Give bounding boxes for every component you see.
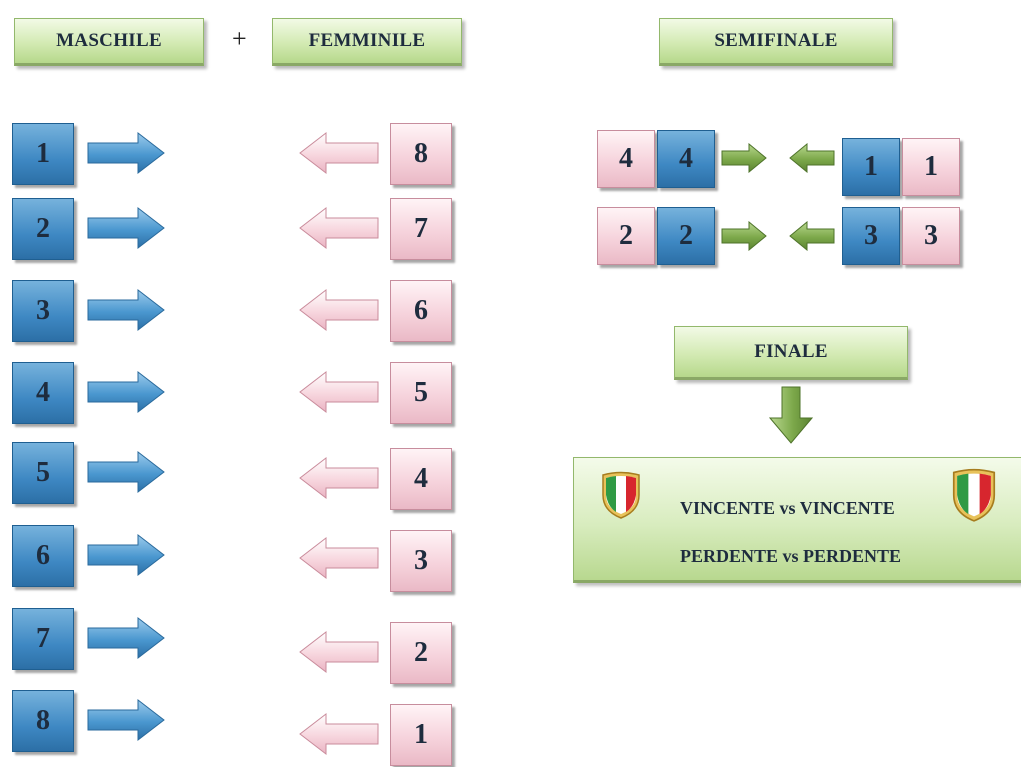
arrow-left-icon xyxy=(299,288,379,332)
arrow-right-icon xyxy=(87,370,165,414)
arrow-right-icon xyxy=(87,288,165,332)
arrow-left-icon xyxy=(299,712,379,756)
final-line-vincente: VINCENTE vs VINCENTE xyxy=(680,498,895,518)
female-box-4: 4 xyxy=(390,448,452,510)
arrow-right-icon xyxy=(87,698,165,742)
arrow-left-icon xyxy=(299,370,379,414)
header-semifinale: SEMIFINALE xyxy=(659,18,893,66)
semi-row1-right-blue: 1 xyxy=(842,138,900,196)
arrow-right-icon xyxy=(87,616,165,660)
female-box-1: 1 xyxy=(390,704,452,766)
arrow-right-icon xyxy=(87,131,165,175)
male-box-7: 7 xyxy=(12,608,74,670)
arrow-right-icon xyxy=(721,221,767,251)
arrow-left-icon xyxy=(299,456,379,500)
arrow-right-icon xyxy=(87,206,165,250)
male-box-2: 2 xyxy=(12,198,74,260)
female-box-6: 6 xyxy=(390,280,452,342)
semi-row2-left-pink: 2 xyxy=(597,207,655,265)
arrow-left-icon xyxy=(299,630,379,674)
semi-row2-right-pink: 3 xyxy=(902,207,960,265)
header-femminile: FEMMINILE xyxy=(272,18,462,66)
female-box-3: 3 xyxy=(390,530,452,592)
final-box: VINCENTE vs VINCENTE PERDENTE vs PERDENT… xyxy=(573,457,1021,583)
semi-row2-left-blue: 2 xyxy=(657,207,715,265)
final-line-perdente: PERDENTE vs PERDENTE xyxy=(680,546,902,566)
arrow-right-icon xyxy=(87,450,165,494)
male-box-6: 6 xyxy=(12,525,74,587)
female-box-2: 2 xyxy=(390,622,452,684)
italian-tricolor-shield-icon xyxy=(952,468,996,522)
header-finale: FINALE xyxy=(674,326,908,380)
male-box-4: 4 xyxy=(12,362,74,424)
male-box-1: 1 xyxy=(12,123,74,185)
arrow-right-icon xyxy=(87,533,165,577)
female-box-7: 7 xyxy=(390,198,452,260)
female-box-8: 8 xyxy=(390,123,452,185)
arrow-left-icon xyxy=(299,131,379,175)
semi-row2-right-blue: 3 xyxy=(842,207,900,265)
arrow-right-icon xyxy=(721,143,767,173)
plus-sign: + xyxy=(232,24,247,53)
male-box-5: 5 xyxy=(12,442,74,504)
arrow-left-icon xyxy=(789,143,835,173)
semi-row1-left-blue: 4 xyxy=(657,130,715,188)
italian-tricolor-shield-icon xyxy=(602,471,640,519)
male-box-8: 8 xyxy=(12,690,74,752)
arrow-left-icon xyxy=(789,221,835,251)
female-box-5: 5 xyxy=(390,362,452,424)
arrow-left-icon xyxy=(299,206,379,250)
semi-row1-right-pink: 1 xyxy=(902,138,960,196)
header-maschile: MASCHILE xyxy=(14,18,204,66)
semi-row1-left-pink: 4 xyxy=(597,130,655,188)
male-box-3: 3 xyxy=(12,280,74,342)
arrow-down-icon xyxy=(769,386,813,444)
arrow-left-icon xyxy=(299,536,379,580)
